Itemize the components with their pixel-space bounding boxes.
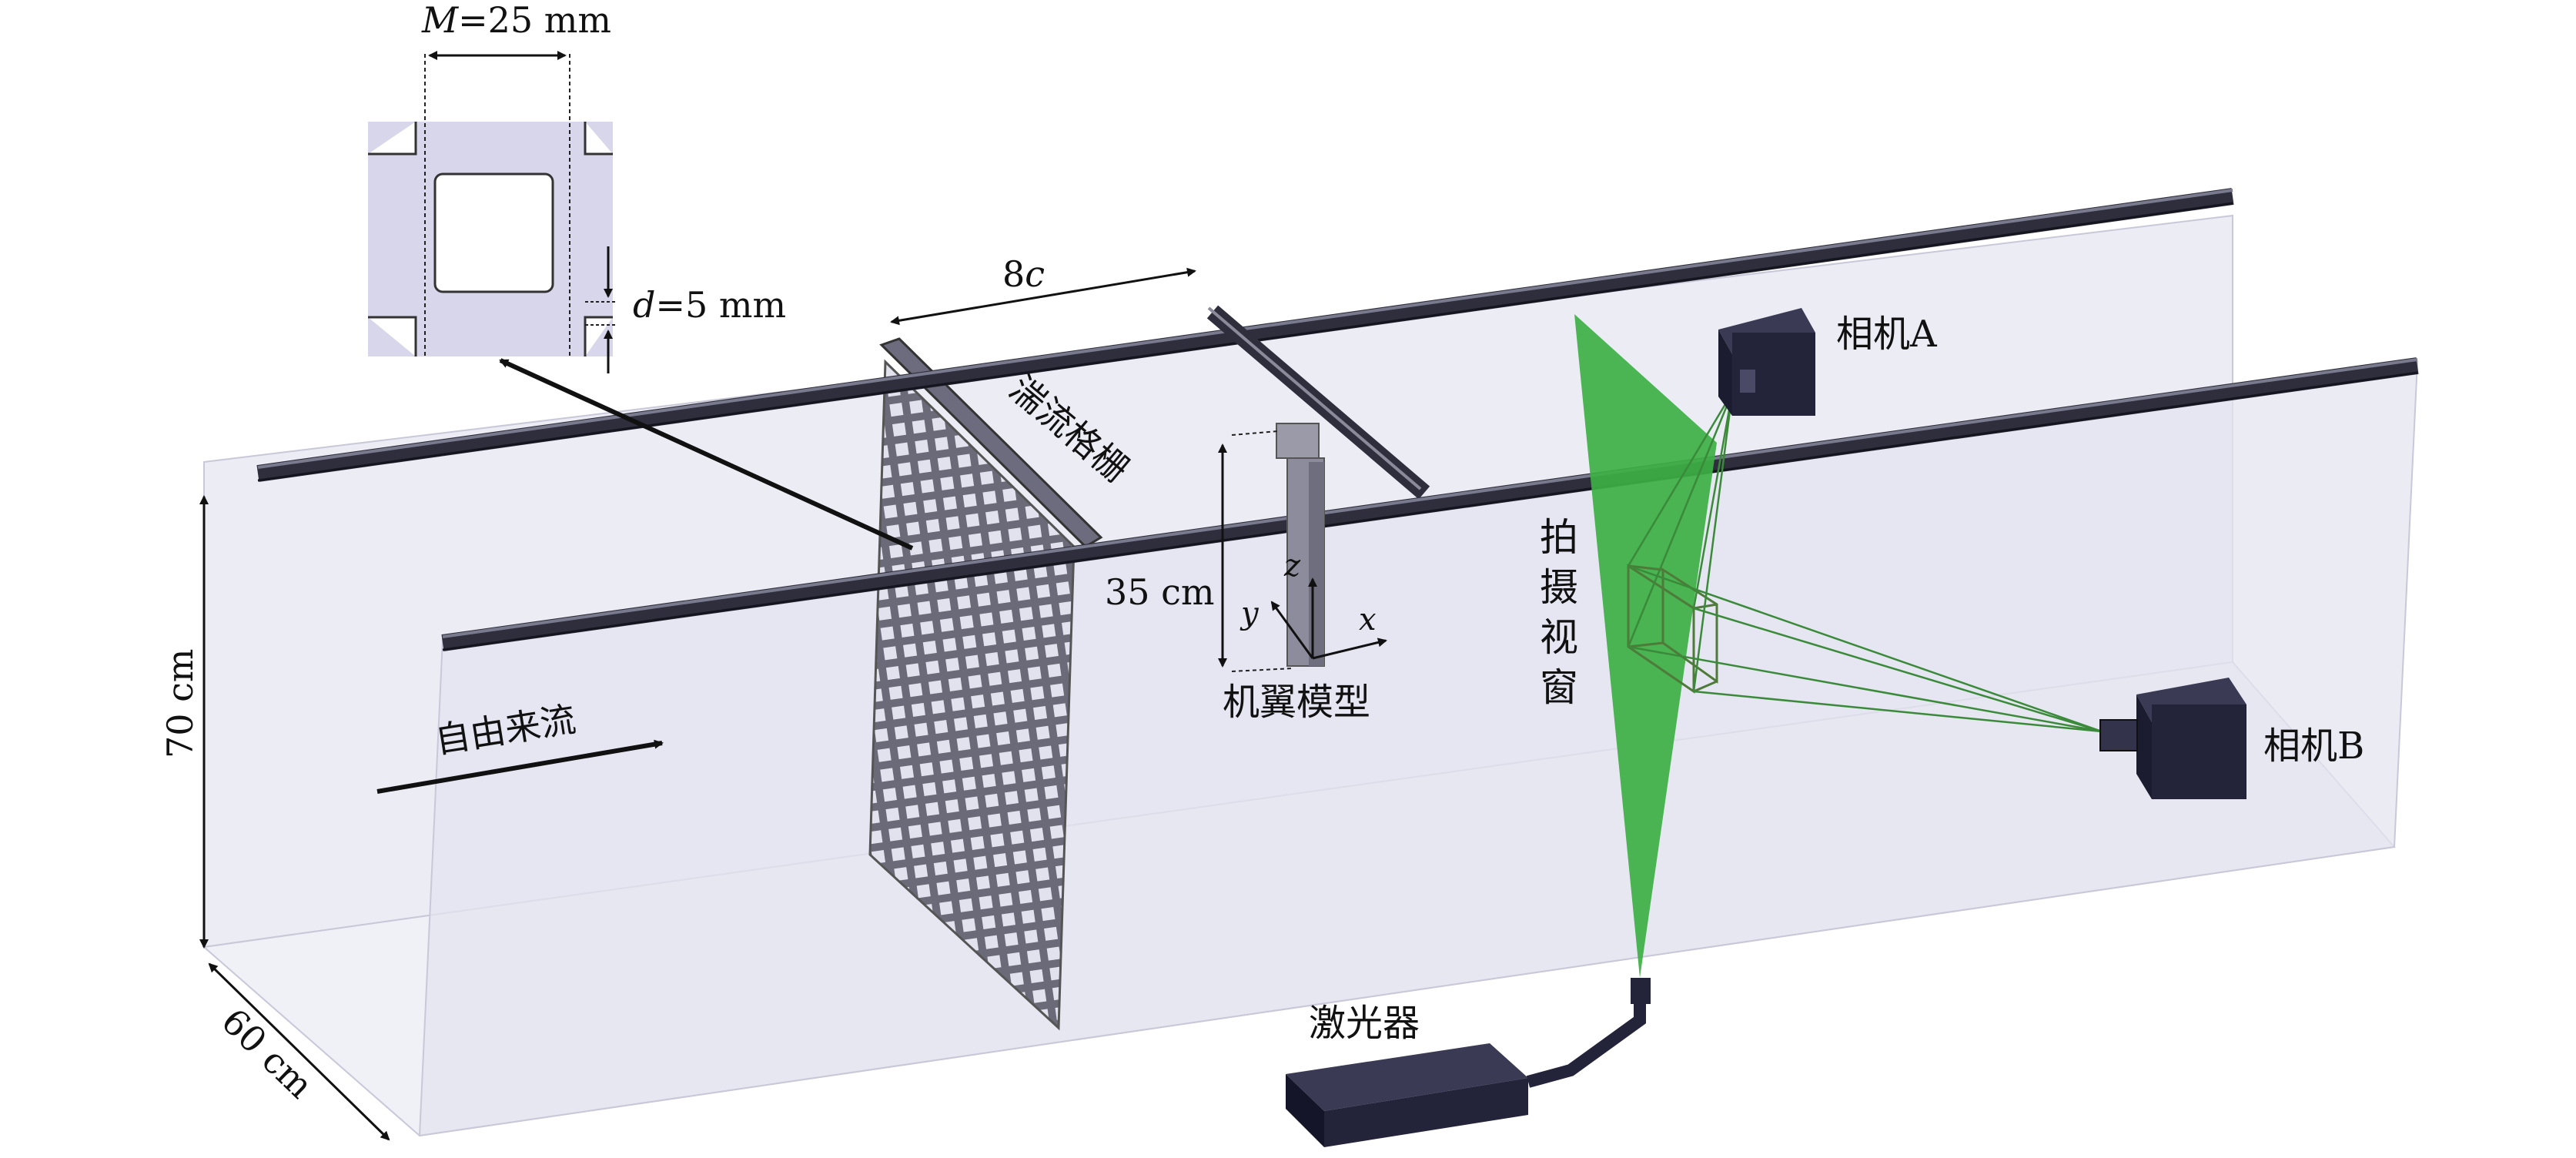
front-rail: [441, 357, 2419, 651]
view-window-char: 摄: [1540, 565, 1578, 610]
z-axis-label: z: [1283, 548, 1301, 584]
inset-leader-arrow: [499, 358, 914, 551]
camera-b: [2099, 678, 2246, 799]
grid-detail-inset: [368, 51, 616, 373]
turbulence-grid-frame: [879, 337, 1103, 548]
free-stream-arrow: [376, 739, 664, 794]
model-height-label: 35 cm: [1105, 571, 1215, 613]
camera-b-sightlines: [1628, 564, 2103, 733]
view-window-char: 窗: [1540, 665, 1578, 710]
coordinate-axes: [1270, 577, 1387, 660]
view-window-char: 拍: [1540, 515, 1578, 560]
bar-width-label: d=5 mm: [633, 284, 786, 326]
turbulence-grid-mesh: [868, 359, 1076, 1031]
camera-a: [1718, 308, 1815, 416]
laser-device: [1286, 978, 1651, 1147]
x-axis-label: x: [1359, 602, 1377, 638]
airfoil-model-label: 机翼模型: [1223, 681, 1370, 724]
camera-a-sightlines: [1627, 392, 1734, 692]
span-8c-dimension: [890, 267, 1196, 326]
mesh-size-label: M=25 mm: [421, 0, 611, 41]
camera-a-label: 相机A: [1836, 313, 1938, 356]
cross-rail: [1206, 305, 1430, 500]
view-window-char: 视: [1540, 615, 1578, 660]
span-8c-label: 8c: [1002, 253, 1045, 295]
laser-label: 激光器: [1309, 1002, 1420, 1045]
view-window-label: 拍 摄 视 窗: [1540, 515, 1578, 710]
y-axis-label: y: [1239, 596, 1260, 631]
tunnel-width-dimension: [208, 962, 390, 1141]
camera-b-label: 相机B: [2263, 725, 2364, 768]
tunnel-height-label: 70 cm: [159, 648, 201, 758]
